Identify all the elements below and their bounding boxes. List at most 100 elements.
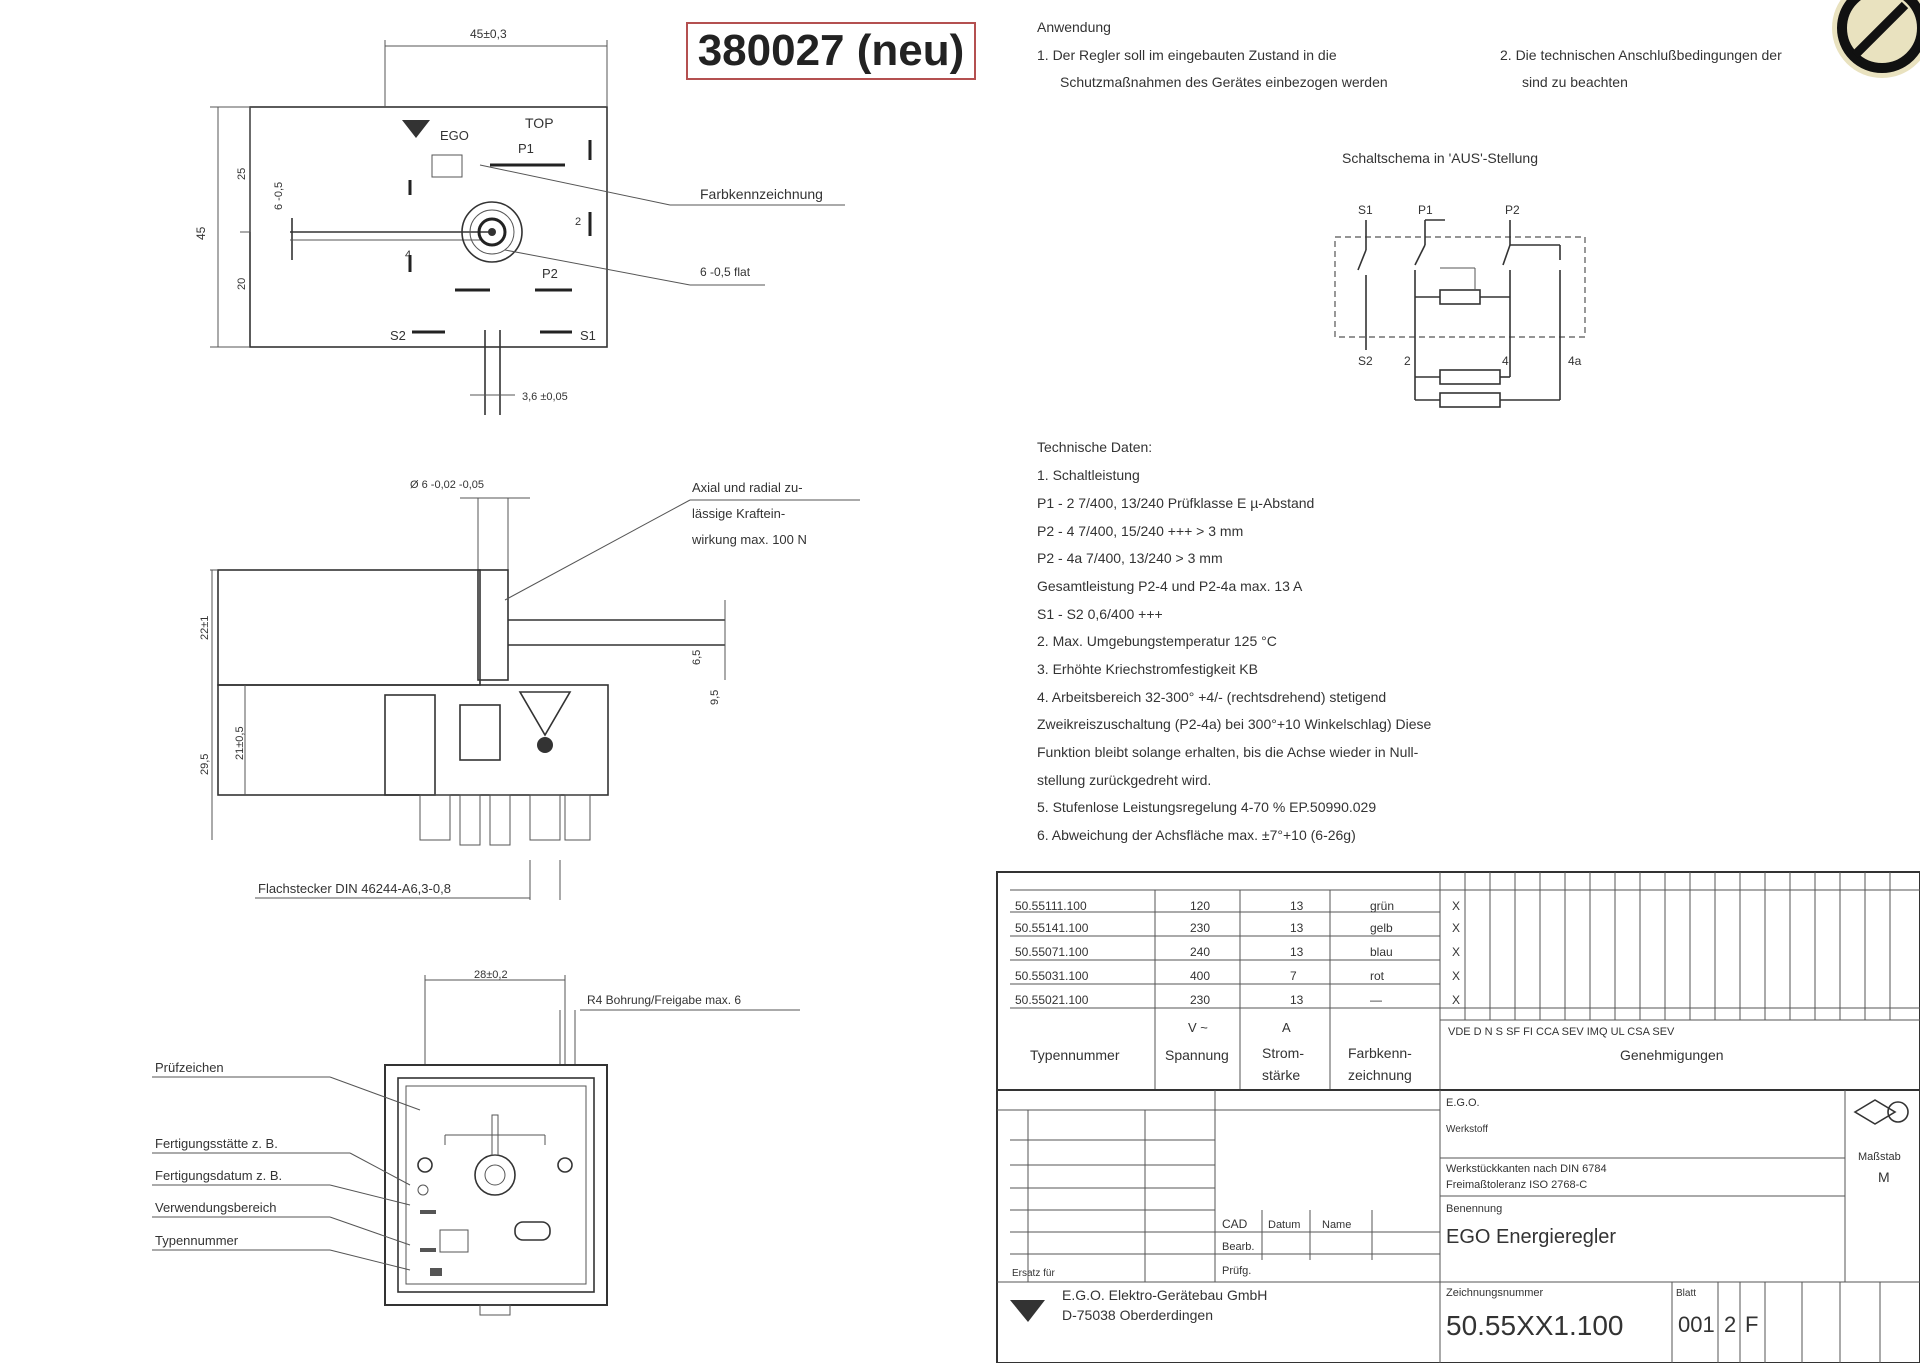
svg-text:S1: S1 xyxy=(1358,203,1373,217)
svg-text:X: X xyxy=(1452,993,1460,1007)
plug-note: Flachstecker DIN 46244-A6,3-0,8 xyxy=(258,881,451,896)
tech-line-10: Zweikreiszuschaltung (P2-4a) bei 300°+10… xyxy=(1037,716,1431,732)
flat-label: 6 -0,5 flat xyxy=(700,265,751,279)
top-mark: TOP xyxy=(525,115,554,131)
svg-text:Name: Name xyxy=(1322,1219,1351,1231)
left-dim-2: 29,5 xyxy=(199,754,211,775)
svg-text:400: 400 xyxy=(1190,969,1210,983)
left-dim-3: 21±0,5 xyxy=(234,726,246,760)
header-strom: Strom- xyxy=(1262,1045,1304,1061)
sheet-number: 001 xyxy=(1678,1312,1715,1337)
svg-text:4a: 4a xyxy=(1568,354,1582,368)
svg-text:Ersatz für: Ersatz für xyxy=(1012,1268,1055,1279)
svg-text:230: 230 xyxy=(1190,921,1210,935)
left-dim-1: 22±1 xyxy=(199,616,211,640)
svg-text:grün: grün xyxy=(1370,899,1394,913)
part-number-title: 380027 (neu) xyxy=(686,22,976,80)
application-notes: Anwendung 1. Der Regler soll im eingebau… xyxy=(1037,19,1782,90)
svg-text:120: 120 xyxy=(1190,899,1210,913)
format: F xyxy=(1745,1312,1758,1337)
svg-text:V ~: V ~ xyxy=(1188,1020,1208,1035)
drawing-number: 50.55XX1.100 xyxy=(1446,1310,1624,1341)
right-dim-1: 6,5 xyxy=(691,650,703,665)
svg-text:Zeichnungsnummer: Zeichnungsnummer xyxy=(1446,1287,1544,1299)
svg-text:zeichnung: zeichnung xyxy=(1348,1067,1412,1083)
hole-note: R4 Bohrung/Freigabe max. 6 xyxy=(587,993,741,1007)
svg-text:X: X xyxy=(1452,899,1460,913)
svg-text:S2: S2 xyxy=(1358,354,1373,368)
label-production-date: Fertigungsdatum z. B. xyxy=(155,1168,282,1183)
note-2-line-2: sind zu beachten xyxy=(1522,74,1628,90)
p1-mark: P1 xyxy=(518,141,534,156)
p2-mark: P2 xyxy=(542,266,558,281)
approval-marks: VDE D N S SF FI CCA SEV IMQ UL CSA SEV xyxy=(1448,1026,1675,1038)
tech-line-3: P2 - 4 7/400, 15/240 +++ > 3 mm xyxy=(1037,523,1243,539)
svg-text:13: 13 xyxy=(1290,945,1304,959)
svg-text:Datum: Datum xyxy=(1268,1219,1300,1231)
tech-line-5: Gesamtleistung P2-4 und P2-4a max. 13 A xyxy=(1037,578,1303,594)
svg-text:4: 4 xyxy=(405,249,411,261)
svg-text:230: 230 xyxy=(1190,993,1210,1007)
svg-text:X: X xyxy=(1452,921,1460,935)
tech-line-4: P2 - 4a 7/400, 13/240 > 3 mm xyxy=(1037,550,1223,566)
svg-text:13: 13 xyxy=(1290,993,1304,1007)
desc-line-2: Freimaßtoleranz ISO 2768-C xyxy=(1446,1179,1587,1191)
color-marking-label: Farbkennzeichnung xyxy=(700,186,823,202)
revision: 2 xyxy=(1724,1312,1736,1337)
row-2-type: 50.55141.100 xyxy=(1015,921,1089,935)
dim-25: 25 xyxy=(236,168,248,180)
label-factory: Fertigungsstätte z. B. xyxy=(155,1136,278,1151)
side-view: Ø 6 -0,02 -0,05 6,5 9,5 22±1 29,5 21±0,5 xyxy=(199,479,860,900)
svg-text:—: — xyxy=(1370,993,1382,1007)
header-spannung: Spannung xyxy=(1165,1047,1229,1063)
ego-logo-icon xyxy=(402,120,430,138)
svg-text:A: A xyxy=(1282,1020,1291,1035)
svg-text:Bearb.: Bearb. xyxy=(1222,1241,1254,1253)
circuit-schematic: Schaltschema in 'AUS'-Stellung S1 P1 P2 … xyxy=(1334,150,1586,408)
row-1-type: 50.55111.100 xyxy=(1015,899,1087,913)
top-view-housing xyxy=(249,106,608,348)
title-block: CAD Datum Name Bearb. Prüfg. Ersatz für … xyxy=(997,1090,1920,1363)
schematic-title: Schaltschema in 'AUS'-Stellung xyxy=(1342,150,1538,166)
shaft-dimension: 3,6 ±0,05 xyxy=(522,391,568,403)
bottom-view: 28±0,2 R4 Bohrung/Freigabe max. 6 xyxy=(152,969,800,1316)
label-type-number: Typennummer xyxy=(155,1233,239,1248)
tech-line-12: stellung zurückgedreht wird. xyxy=(1037,772,1211,788)
svg-text:2: 2 xyxy=(1404,354,1411,368)
svg-text:4: 4 xyxy=(1502,354,1509,368)
company-logo-icon xyxy=(1010,1300,1045,1322)
dim-6: 6 -0,5 xyxy=(273,182,285,210)
tech-line-13: 5. Stufenlose Leistungsregelung 4-70 % E… xyxy=(1037,799,1376,815)
s1-mark: S1 xyxy=(580,328,596,343)
force-note-line2: lässige Kraftein- xyxy=(692,506,785,521)
force-note-line3: wirkung max. 100 N xyxy=(691,532,807,547)
svg-text:stärke: stärke xyxy=(1262,1067,1300,1083)
technical-data: Technische Daten: 1. Schaltleistung P1 -… xyxy=(1037,439,1431,843)
svg-text:7: 7 xyxy=(1290,969,1297,983)
tech-line-1: 1. Schaltleistung xyxy=(1037,467,1140,483)
svg-text:2: 2 xyxy=(575,216,581,228)
row-4-type: 50.55031.100 xyxy=(1015,969,1089,983)
tech-line-6: S1 - S2 0,6/400 +++ xyxy=(1037,606,1163,622)
desc-line-1: Werkstückkanten nach DIN 6784 xyxy=(1446,1163,1607,1175)
dim-20: 20 xyxy=(236,278,248,290)
label-usage-range: Verwendungsbereich xyxy=(155,1200,276,1215)
svg-text:X: X xyxy=(1452,945,1460,959)
svg-text:EGO: EGO xyxy=(440,128,469,143)
header-typennummer: Typennummer xyxy=(1030,1047,1120,1063)
tech-line-8: 3. Erhöhte Kriechstromfestigkeit KB xyxy=(1037,661,1258,677)
svg-text:P2: P2 xyxy=(1505,203,1520,217)
header-farb: Farbkenn- xyxy=(1348,1045,1412,1061)
svg-text:Prüfg.: Prüfg. xyxy=(1222,1265,1251,1277)
svg-text:E.G.O.: E.G.O. xyxy=(1446,1097,1480,1109)
svg-text:blau: blau xyxy=(1370,945,1393,959)
row-5-type: 50.55021.100 xyxy=(1015,993,1089,1007)
svg-text:13: 13 xyxy=(1290,921,1304,935)
note-2-line-1: 2. Die technischen Anschlußbedingungen d… xyxy=(1500,47,1782,63)
company-name: E.G.O. Elektro-Gerätebau GmbH xyxy=(1062,1287,1267,1303)
product-name: EGO Energieregler xyxy=(1446,1226,1616,1248)
top-view: 45±0,3 45 25 20 6 -0,5 EGO TOP P1 P2 S2 … xyxy=(194,27,845,415)
svg-text:Maßstab: Maßstab xyxy=(1858,1151,1901,1163)
company-address: D-75038 Oberderdingen xyxy=(1062,1307,1213,1323)
